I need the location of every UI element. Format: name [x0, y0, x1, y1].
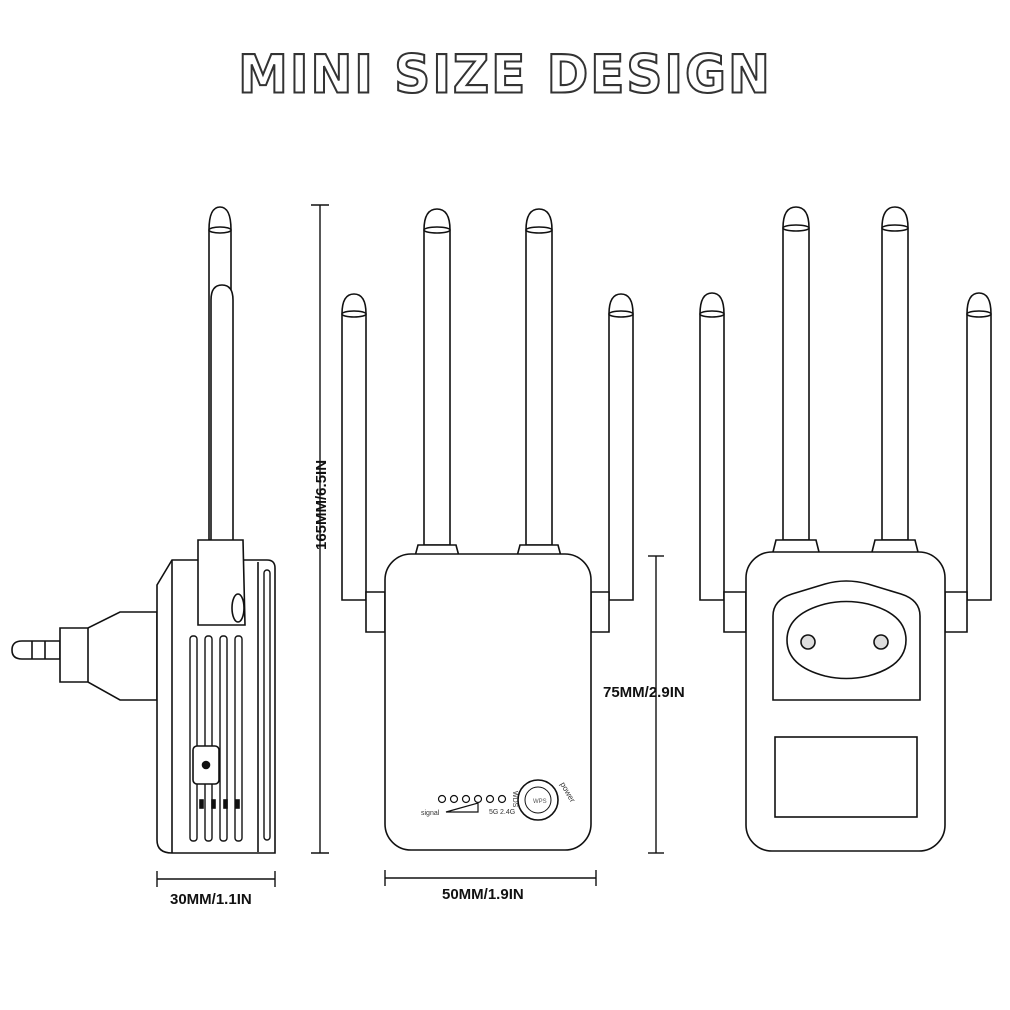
side-width-dimension-line — [156, 871, 276, 887]
height-dimension-line — [311, 204, 329, 854]
total-height-label: 165MM/6.5IN — [313, 459, 330, 550]
back-antenna-inner-left — [770, 206, 822, 557]
side-plug-pin — [11, 640, 61, 660]
side-body — [156, 559, 276, 854]
wps-label: WPS — [533, 799, 547, 805]
front-antenna-outer-right — [590, 293, 634, 633]
signal-label: signal — [421, 810, 440, 817]
front-width-dimension-line — [384, 870, 597, 886]
back-view — [699, 206, 992, 852]
wps-button — [517, 779, 559, 821]
side-width-label: 30MM/1.1IN — [170, 891, 252, 908]
back-antenna-outer-right — [944, 292, 992, 633]
page-title: MINI SIZE DESIGN — [237, 43, 772, 106]
band-5g-label: 5G — [489, 809, 498, 816]
signal-bars-icon — [445, 802, 479, 813]
front-width-label: 50MM/1.9IN — [442, 886, 524, 903]
back-antenna-inner-right — [869, 206, 921, 557]
front-body — [384, 553, 592, 851]
led-indicators — [437, 794, 507, 804]
back-label-area — [774, 736, 918, 818]
front-view — [341, 208, 634, 851]
side-vent-slots — [189, 569, 271, 842]
band-24g-label: 2.4G — [500, 809, 515, 816]
side-indicator-dots — [199, 799, 240, 809]
body-height-label: 75MM/2.9IN — [603, 684, 685, 701]
front-antenna-inner-right — [514, 208, 564, 561]
reset-button — [192, 745, 220, 785]
side-view — [11, 206, 276, 854]
front-antenna-outer-left — [341, 293, 386, 633]
side-plug-base — [59, 611, 158, 701]
back-antenna-outer-left — [699, 292, 747, 633]
back-plug-face — [786, 600, 907, 680]
front-antenna-inner-left — [412, 208, 462, 561]
wds-label: WDS — [511, 791, 518, 808]
body-height-dimension-line — [648, 555, 664, 854]
side-antenna — [197, 206, 246, 626]
